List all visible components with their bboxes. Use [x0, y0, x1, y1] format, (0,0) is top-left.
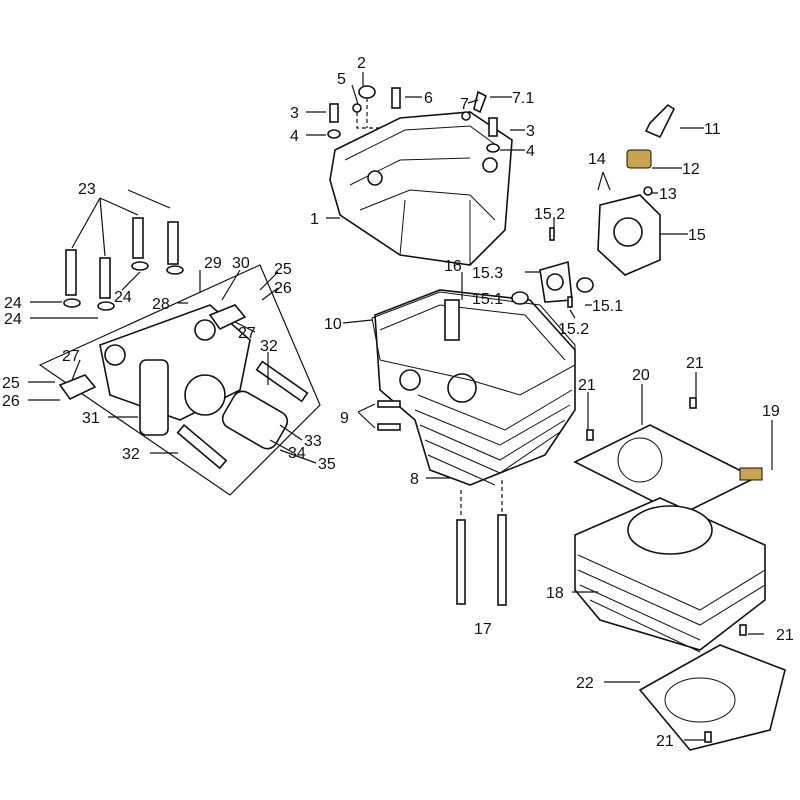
callout-label: 31 [82, 410, 100, 427]
head-studs [63, 217, 184, 311]
callout-label: 15.1 [592, 298, 623, 315]
cylinder-block [573, 397, 786, 751]
callout-label: 22 [576, 675, 594, 692]
callout-label: 21 [578, 377, 596, 394]
callout-label: 24 [4, 311, 22, 328]
callout-label: 13 [659, 186, 677, 203]
callout-label: 8 [410, 471, 419, 488]
callout-label: 35 [318, 456, 336, 473]
callout-label: 24 [4, 295, 22, 312]
callout-label: 3 [526, 123, 535, 140]
callout-label: 9 [340, 410, 349, 427]
callout-label: 26 [2, 393, 20, 410]
callout-label: 15.2 [558, 321, 589, 338]
callout-label: 33 [304, 433, 322, 450]
callout-label: 11 [704, 121, 721, 138]
callout-label: 15.3 [472, 265, 503, 282]
callout-label: 15.1 [472, 291, 503, 308]
callout-label: 21 [776, 627, 794, 644]
leader-lines [28, 72, 773, 741]
callout-label: 15 [688, 227, 706, 244]
callout-label: 16 [444, 258, 462, 275]
callout-label: 4 [290, 128, 299, 145]
callout-label: 23 [78, 181, 96, 198]
callout-label: 24 [114, 289, 132, 306]
bolts [377, 400, 507, 606]
callout-label: 14 [588, 151, 606, 168]
callout-label: 30 [232, 255, 250, 272]
callout-label: 5 [337, 71, 346, 88]
cover-bolts [327, 85, 500, 153]
callout-label: 27 [62, 348, 80, 365]
callout-label: 15.2 [534, 206, 565, 223]
callout-label: 19 [762, 403, 780, 420]
callout-label: 4 [526, 143, 535, 160]
callout-label: 12 [682, 161, 700, 178]
intake-parts [511, 103, 676, 308]
callout-label: 7.1 [512, 90, 534, 107]
callout-label: 25 [2, 375, 20, 392]
callout-label: 28 [152, 296, 170, 313]
callout-label: 6 [424, 90, 433, 107]
callout-label: 1 [310, 211, 319, 228]
callout-label: 27 [238, 325, 256, 342]
callout-label: 10 [324, 316, 342, 333]
callout-label: 32 [122, 446, 140, 463]
callout-label: 7 [460, 96, 469, 113]
callout-label: 32 [260, 338, 278, 355]
cylinder-head [371, 289, 576, 486]
callout-label: 21 [656, 733, 674, 750]
callout-label: 3 [290, 105, 299, 122]
callout-label: 2 [357, 55, 366, 72]
callout-label: 25 [274, 261, 292, 278]
callout-label: 29 [204, 255, 222, 272]
cylinder-head-cover [329, 111, 513, 266]
callout-label: 20 [632, 367, 650, 384]
callout-label: 17 [474, 621, 492, 638]
callout-label: 26 [274, 280, 292, 297]
callout-label: 21 [686, 355, 704, 372]
rocker-assembly-box [38, 264, 321, 496]
callout-labels: 1 2 3 4 5 6 7 7.1 3 4 11 12 13 14 15 15.… [2, 55, 794, 750]
callout-label: 18 [546, 585, 564, 602]
callout-label: 34 [288, 445, 306, 462]
